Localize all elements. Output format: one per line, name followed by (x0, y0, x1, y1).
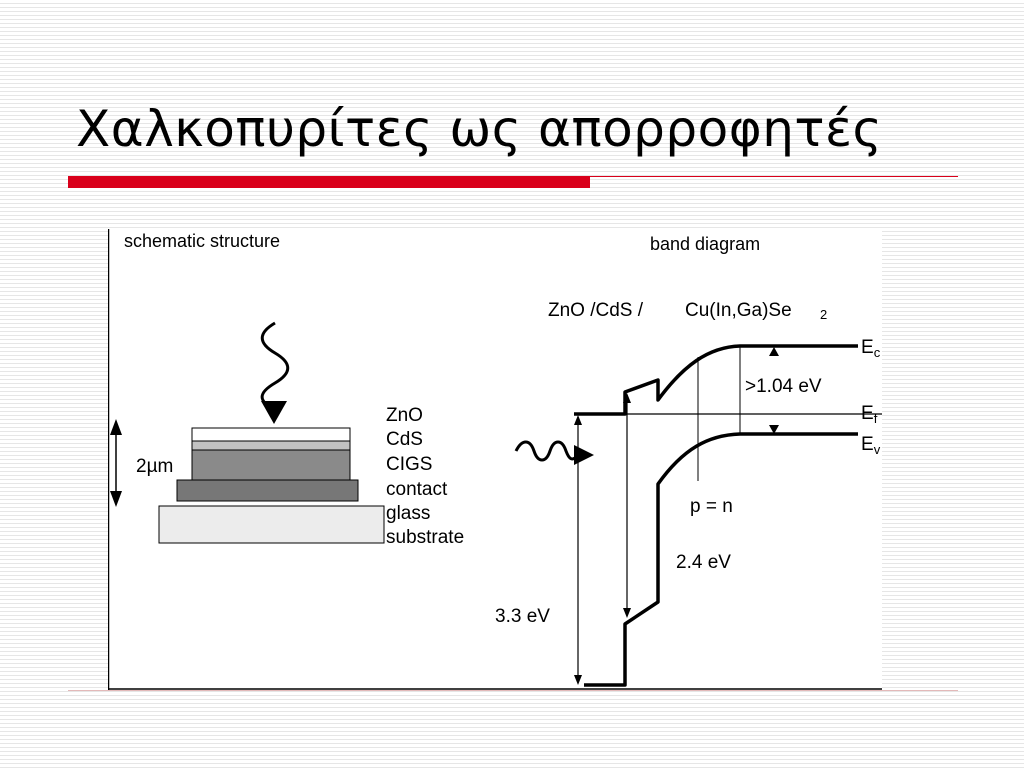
ec-marker-icon (769, 347, 779, 356)
cds-gap-label: 2.4 eV (676, 552, 731, 573)
absorber-gap-label: >1.04 eV (745, 376, 822, 397)
cigs-figure: schematic structure 2µm ZnO CdS CIGS con… (108, 229, 882, 690)
layer-contact (176, 479, 359, 502)
layer-cds (191, 440, 351, 451)
label-zno: ZnO (386, 405, 423, 426)
band-materials-left: ZnO /CdS / (548, 300, 644, 321)
cds-gap-arrow-up-icon (623, 393, 631, 403)
ev-label: Ev (861, 434, 881, 457)
label-substrate: substrate (386, 527, 464, 548)
band-materials-right: Cu(In,Ga)Se (685, 300, 792, 321)
cds-gap-arrow-down-icon (623, 608, 631, 618)
ec-label: Ec (861, 337, 881, 360)
label-contact: contact (386, 479, 448, 500)
band-light-arrow-icon (574, 445, 594, 465)
zno-gap-arrow-down-icon (574, 675, 582, 685)
layer-zno (191, 427, 351, 442)
label-cds: CdS (386, 429, 423, 450)
band-heading: band diagram (650, 234, 760, 254)
title-accent-bar (68, 176, 590, 188)
layer-glass-substrate (158, 505, 385, 544)
label-glass: glass (386, 503, 430, 524)
band-materials-subscript: 2 (820, 307, 827, 322)
ev-marker-icon (769, 425, 779, 434)
thickness-label: 2µm (136, 456, 173, 477)
zno-gap-label: 3.3 eV (495, 606, 550, 627)
schematic-heading: schematic structure (124, 231, 280, 251)
thickness-arrow-up-icon (110, 419, 122, 435)
p-n-label: p = n (690, 496, 733, 517)
thickness-arrow-down-icon (110, 491, 122, 507)
title-accent-line (590, 176, 958, 177)
ef-label: Ef (861, 403, 878, 426)
band-light-wave-icon (514, 440, 578, 462)
light-arrow-icon (261, 401, 287, 424)
zno-gap-arrow-up-icon (574, 415, 582, 425)
footer-line (68, 690, 958, 691)
conduction-band (574, 344, 858, 416)
figure-svg: schematic structure 2µm ZnO CdS CIGS con… (108, 229, 882, 690)
light-wave-icon (260, 321, 290, 411)
valence-band (584, 432, 858, 687)
layer-cigs (191, 449, 351, 481)
label-cigs: CIGS (386, 454, 432, 475)
slide-title: Χαλκοπυρίτες ως απορροφητές (76, 100, 883, 158)
